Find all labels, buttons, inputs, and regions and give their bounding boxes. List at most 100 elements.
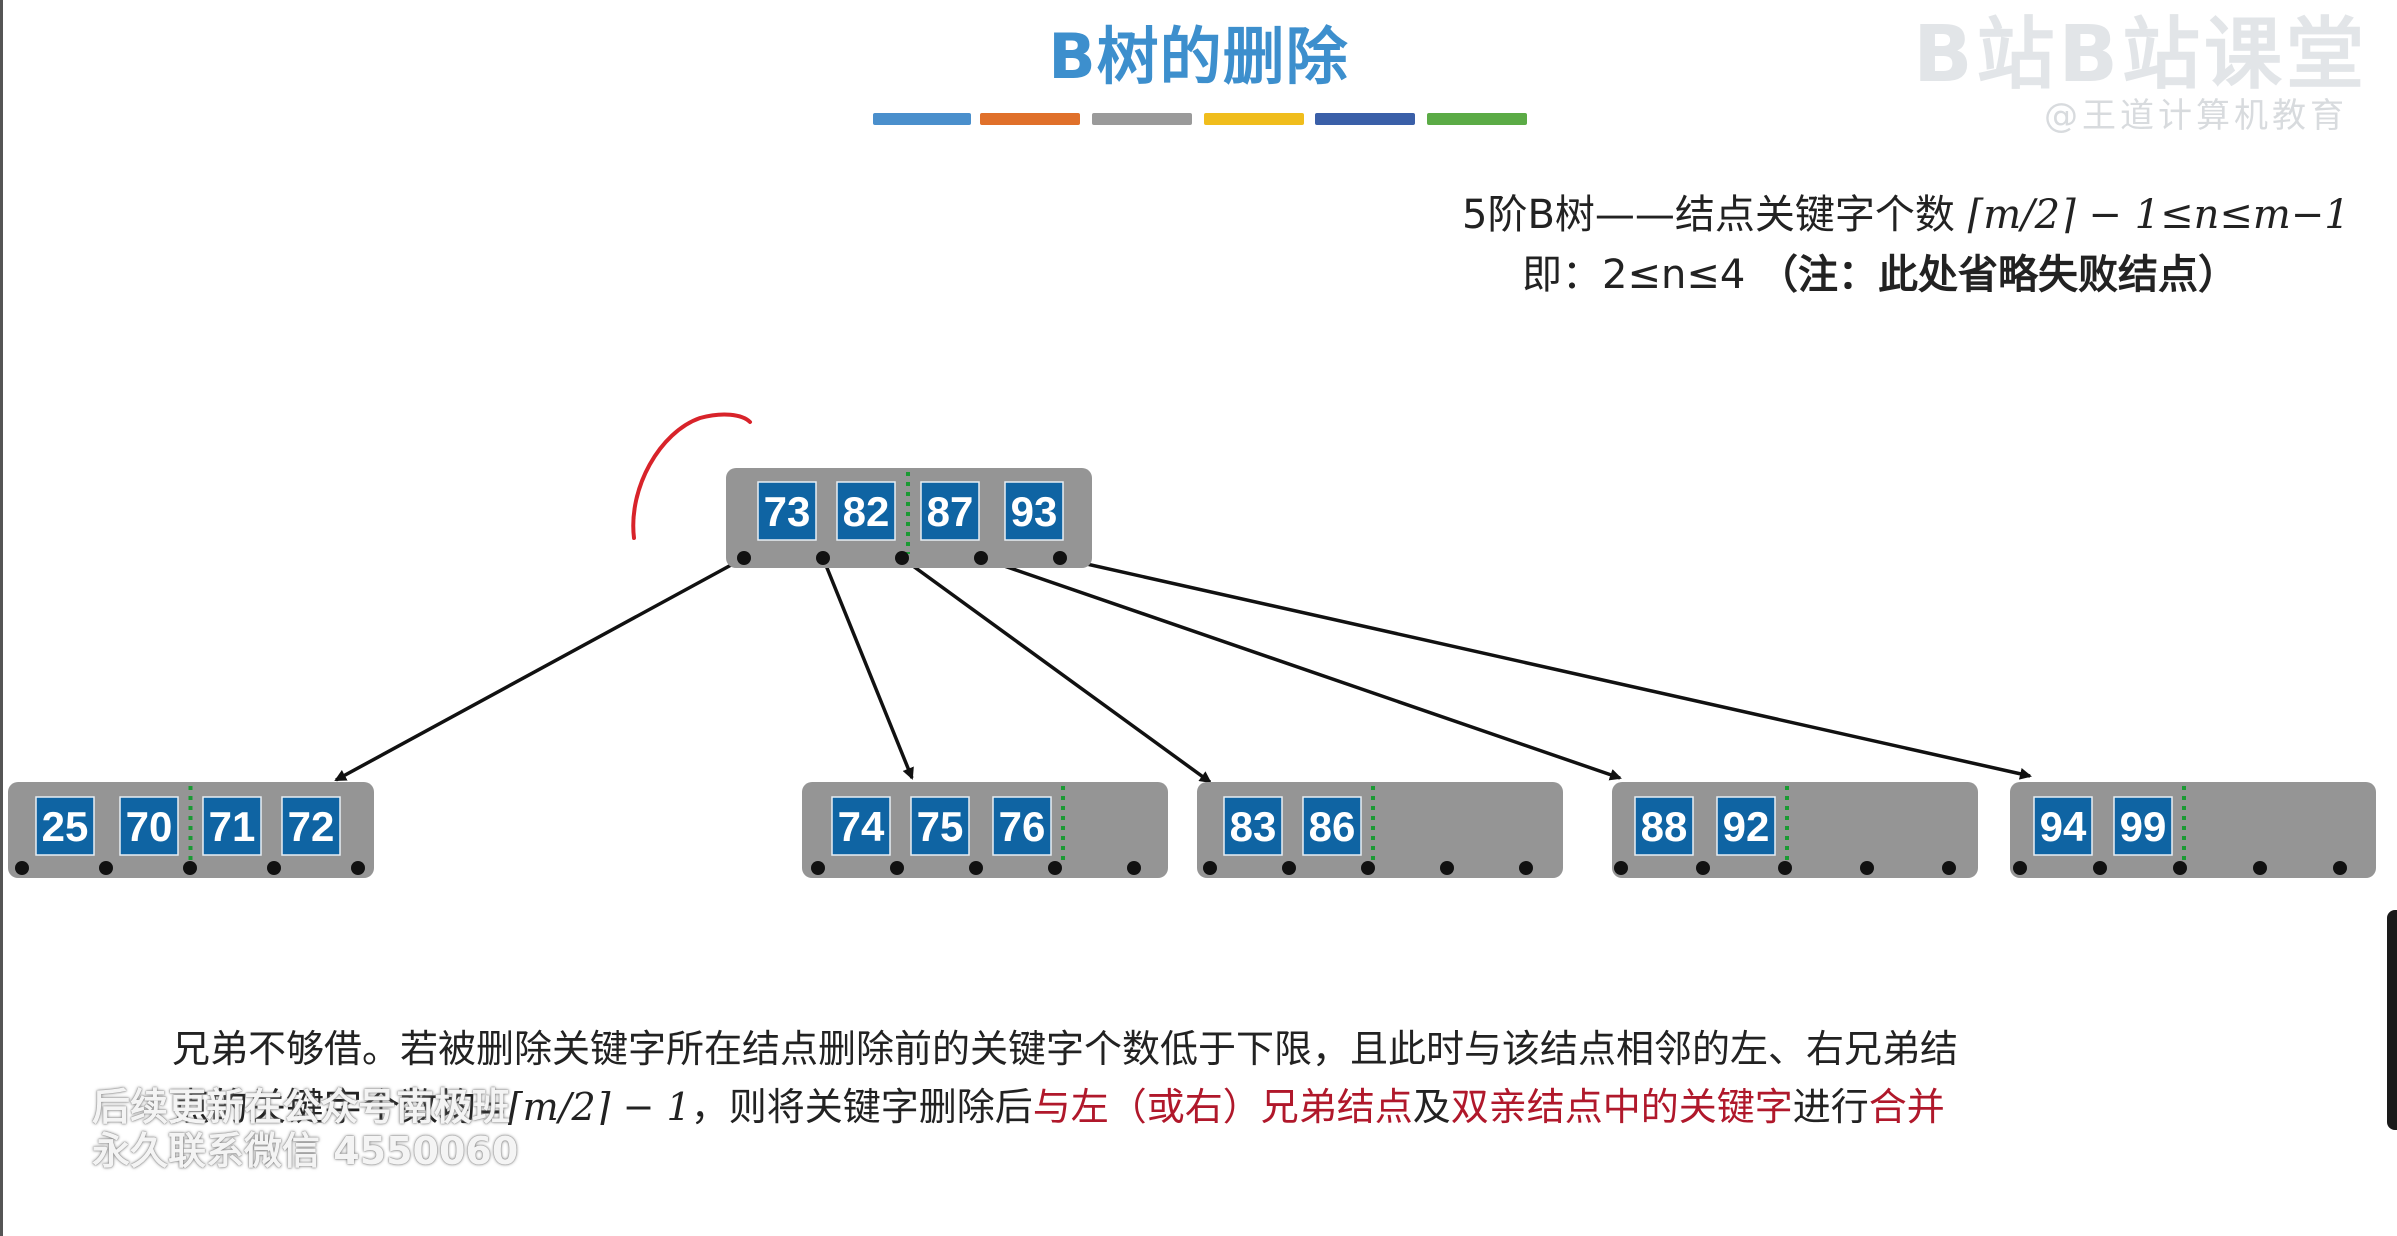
brand-logo-sub: @王道计算机教育	[2044, 96, 2348, 136]
color-bar-2	[980, 113, 1080, 125]
info-line-2-note: （注：此处省略失败结点）	[1758, 252, 2238, 298]
description-line-2-part2: ，则将关键字删除后	[690, 1085, 1033, 1129]
color-bar-3	[1092, 113, 1192, 125]
child-node-1-key-25-box	[35, 796, 95, 856]
root-node-pointer-1	[737, 551, 751, 565]
edge-root-to-child-3	[900, 556, 1212, 784]
description-highlight-merge: 合并	[1868, 1085, 1945, 1129]
child-node-3-pointer-4	[1440, 861, 1454, 875]
root-node-box	[726, 468, 1092, 568]
root-node-pointer-2	[816, 551, 830, 565]
root-node-key-93-box	[1004, 481, 1064, 541]
root-node-pointer-4	[974, 551, 988, 565]
window-left-edge	[0, 0, 3, 1236]
root-node-key-82: 82	[843, 488, 890, 535]
child-node-1-key-70-box	[119, 796, 179, 856]
description-line-1: 兄弟不够借。若被删除关键字所在结点删除前的关键字个数低于下限，且此时与该结点相邻…	[172, 1030, 1958, 1068]
description-line-2-part4: 进行	[1792, 1085, 1869, 1129]
color-bar-1	[873, 113, 971, 125]
info-line-2: 即：2≤n≤4 （注：此处省略失败结点）	[1522, 242, 2238, 300]
child-node-3-key-86-box	[1302, 796, 1362, 856]
child-node-2-pointer-1	[811, 861, 825, 875]
child-node-2-key-75-box	[910, 796, 970, 856]
child-node-4-pointer-4	[1860, 861, 1874, 875]
brand-logo: B站B站课堂 @王道计算机教育	[1913, 0, 2378, 140]
root-node-key-93: 93	[1011, 488, 1058, 535]
root-node-key-82-box	[836, 481, 896, 541]
child-node-4-key-88-box	[1634, 796, 1694, 856]
child-node-3-key-86: 86	[1309, 803, 1356, 850]
child-node-2-key-76-box	[992, 796, 1052, 856]
description-highlight-parent-key: 双亲结点中的关键字	[1450, 1085, 1793, 1129]
child-node-1-key-70: 70	[126, 803, 173, 850]
child-node-3: 83 86	[1197, 782, 1563, 878]
child-node-1-key-72: 72	[288, 803, 335, 850]
child-node-3-box	[1197, 782, 1563, 878]
child-node-4-key-88: 88	[1641, 803, 1688, 850]
child-node-3-key-83-box	[1223, 796, 1283, 856]
child-node-3-pointer-1	[1203, 861, 1217, 875]
root-node-pointer-5	[1053, 551, 1067, 565]
child-node-4-pointer-1	[1614, 861, 1628, 875]
child-node-5-box	[2010, 782, 2376, 878]
child-node-5-key-99: 99	[2120, 803, 2167, 850]
child-node-1-key-72-box	[281, 796, 341, 856]
description-line-2-part3: 及	[1412, 1085, 1451, 1129]
child-node-3-key-83: 83	[1230, 803, 1277, 850]
child-node-4-pointer-5	[1942, 861, 1956, 875]
red-annotation-stroke	[631, 412, 752, 540]
description-line-2-part1: 点的关键字个数均=	[172, 1085, 508, 1129]
description-highlight-sibling: 与左（或右）兄弟结点	[1032, 1085, 1413, 1129]
child-node-2-pointer-3	[969, 861, 983, 875]
edge-root-to-child-2	[821, 557, 914, 780]
info-line-1-formula: ⌈m/2⌉ − 1≤n≤m−1	[1967, 192, 2350, 238]
child-node-1-pointer-5	[351, 861, 365, 875]
root-node-key-87-box	[920, 481, 980, 541]
child-node-1-pointer-3	[183, 861, 197, 875]
info-line-2-prefix: 即：2≤n≤4	[1522, 252, 1758, 298]
description-line-2: 点的关键字个数均=⌈m/2⌉ − 1，则将关键字删除后与左（或右）兄弟结点及双亲…	[172, 1088, 1945, 1126]
description-formula: ⌈m/2⌉ − 1	[507, 1085, 691, 1129]
watermark-line-1: 后续更新在公众号南极班	[92, 1085, 511, 1129]
edge-root-to-child-5	[1059, 556, 2032, 780]
window-right-edge	[2387, 910, 2397, 1130]
color-bar-5	[1315, 113, 1415, 125]
root-node-key-73: 73	[764, 488, 811, 535]
child-node-1-key-25: 25	[42, 803, 89, 850]
info-line-1: 5阶B树——结点关键字个数 ⌈m/2⌉ − 1≤n≤m−1	[1462, 182, 2350, 240]
child-node-3-pointer-2	[1282, 861, 1296, 875]
child-node-3-pointer-3	[1361, 861, 1375, 875]
child-node-5-pointer-2	[2093, 861, 2107, 875]
child-node-1-pointer-4	[267, 861, 281, 875]
slide-title: B树的删除	[1048, 20, 1349, 93]
child-node-2-pointer-2	[890, 861, 904, 875]
child-node-1: 25 70 71 72	[8, 782, 374, 878]
child-node-2-pointer-5	[1127, 861, 1141, 875]
child-node-5-key-94-box	[2033, 796, 2093, 856]
child-node-1-pointer-1	[15, 861, 29, 875]
child-node-2-key-76: 76	[999, 803, 1046, 850]
edge-root-to-child-1	[334, 556, 745, 782]
child-node-5-pointer-5	[2333, 861, 2347, 875]
child-node-5-key-99-box	[2113, 796, 2173, 856]
child-node-2-key-75: 75	[917, 803, 964, 850]
child-node-3-pointer-5	[1519, 861, 1533, 875]
child-node-4-key-92: 92	[1723, 803, 1770, 850]
child-node-4-pointer-2	[1696, 861, 1710, 875]
description-line-1-text: 兄弟不够借。若被删除关键字所在结点删除前的关键字个数低于下限，且此时与该结点相邻…	[172, 1027, 1959, 1071]
tree-edges	[334, 556, 2032, 784]
child-node-4: 88 92	[1612, 782, 1978, 878]
child-node-1-pointer-2	[99, 861, 113, 875]
child-node-4-box	[1612, 782, 1978, 878]
child-node-1-key-71-box	[202, 796, 262, 856]
root-node-key-73-box	[757, 481, 817, 541]
child-node-1-key-71: 71	[209, 803, 256, 850]
info-line-1-prefix: 5阶B树——结点关键字个数	[1462, 192, 1955, 238]
child-node-2-box	[802, 782, 1168, 878]
watermark-line-2: 永久联系微信 4550060	[92, 1129, 519, 1173]
child-node-5-pointer-3	[2173, 861, 2187, 875]
